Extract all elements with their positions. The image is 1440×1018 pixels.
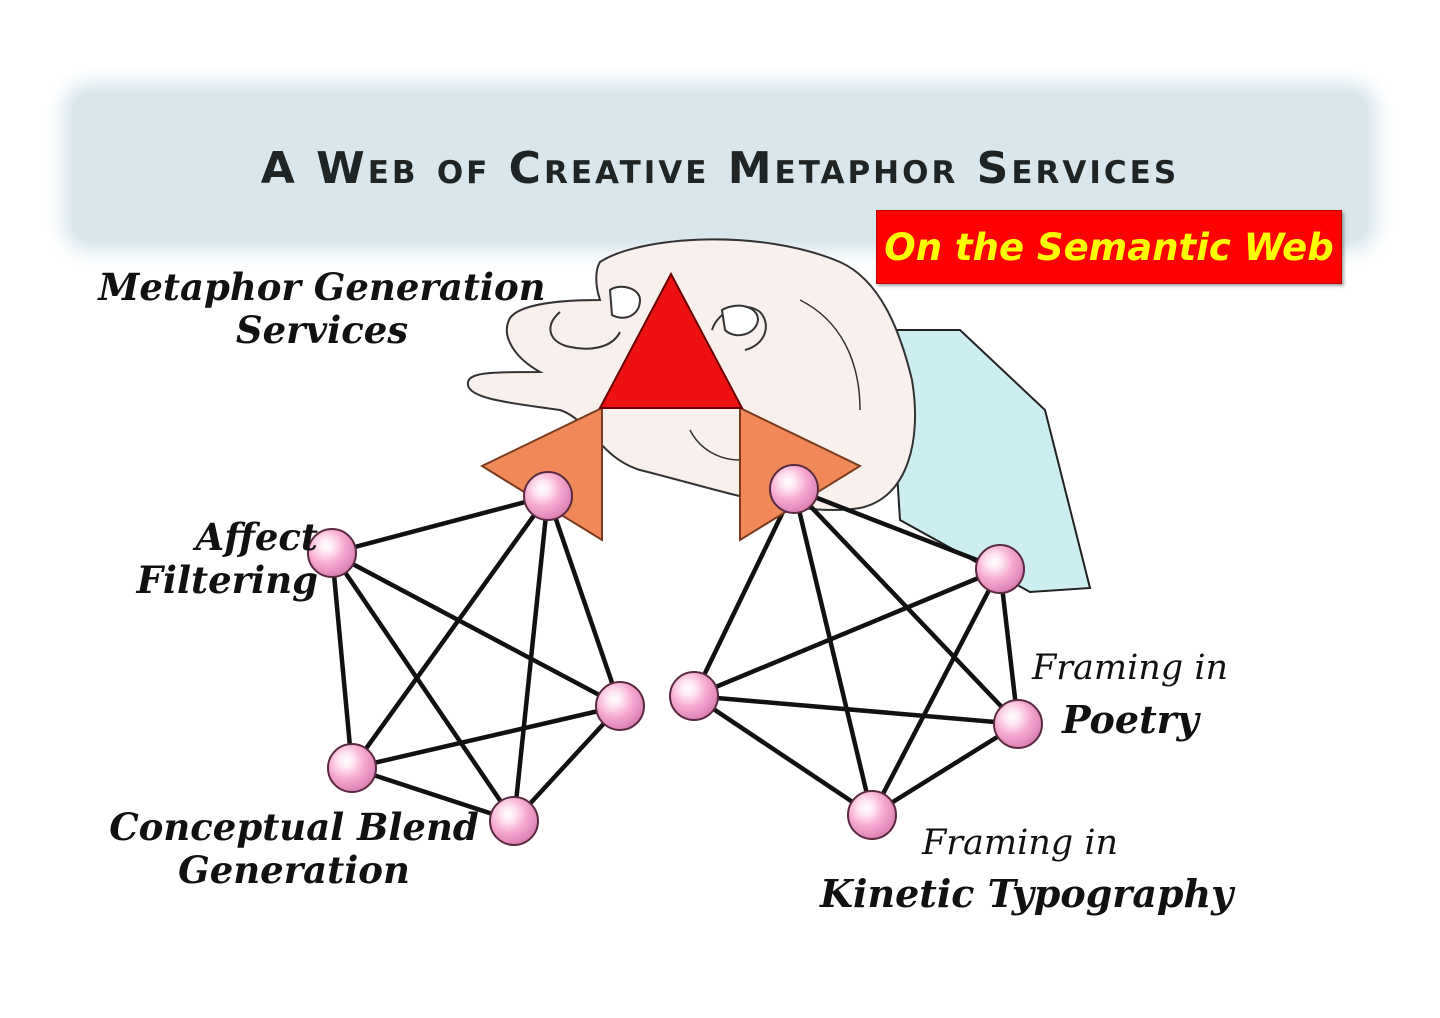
edge: [793, 486, 1001, 572]
edge: [545, 495, 623, 707]
label-line: Conceptual Blend: [109, 805, 479, 849]
edge: [692, 694, 874, 817]
edge: [870, 722, 1020, 817]
label-framing-poetry: Poetry: [1062, 697, 1199, 742]
edge: [329, 552, 355, 769]
hand-finger: [549, 311, 621, 350]
edge: [512, 704, 622, 823]
node-right-top: [769, 464, 819, 514]
edge: [331, 493, 549, 556]
semantic-web-badge: On the Semantic Web: [876, 210, 1342, 284]
edge: [870, 567, 1002, 817]
badge-text: On the Semantic Web: [884, 225, 1334, 269]
label-conceptual-blend: Conceptual Blend Generation: [104, 806, 484, 891]
metaphor-generation-triangle: [598, 271, 744, 409]
label-line: Affect: [195, 515, 318, 559]
node-right-left: [669, 671, 719, 721]
edge: [351, 703, 621, 771]
left-cluster-edges: [329, 493, 623, 824]
edge: [351, 765, 515, 824]
edge: [693, 566, 1001, 699]
fingernail: [608, 285, 642, 319]
edge: [691, 488, 797, 697]
label-line: Metaphor Generation: [98, 265, 546, 309]
edge: [997, 568, 1021, 725]
sleeve-shape: [886, 329, 1092, 594]
edge: [330, 551, 622, 708]
node-framing-kinetic: [847, 790, 897, 840]
label-line: Filtering: [136, 557, 318, 602]
label-line: Services: [235, 307, 409, 352]
label-framing-kinetic: Kinetic Typography: [820, 871, 1234, 916]
node-affect-filtering: [307, 528, 357, 578]
hand-crease: [689, 429, 741, 461]
node-left-right: [595, 681, 645, 731]
label-affect-filtering: Affect Filtering: [96, 516, 318, 601]
label-framing-poetry-prefix: Framing in: [1032, 648, 1229, 688]
edge: [350, 494, 550, 770]
right-cluster-edges: [691, 486, 1021, 817]
node-left-top: [523, 471, 573, 521]
fingernail: [720, 304, 760, 337]
hand-finger: [711, 305, 767, 351]
label-line: Generation: [178, 847, 410, 892]
diagram-title: A Web of Creative Metaphor Services: [260, 143, 1180, 194]
edge: [693, 693, 1019, 727]
edge: [330, 551, 516, 823]
node-conceptual-blend: [327, 743, 377, 793]
label-metaphor-generation: Metaphor Generation Services: [98, 266, 546, 351]
node-right-upper: [975, 544, 1025, 594]
hand-crease: [799, 299, 861, 411]
node-left-bottom: [489, 796, 539, 846]
label-framing-kinetic-prefix: Framing in: [922, 823, 1119, 863]
network-nodes: [307, 464, 1043, 846]
node-framing-poetry: [993, 699, 1043, 749]
edge: [791, 488, 875, 816]
